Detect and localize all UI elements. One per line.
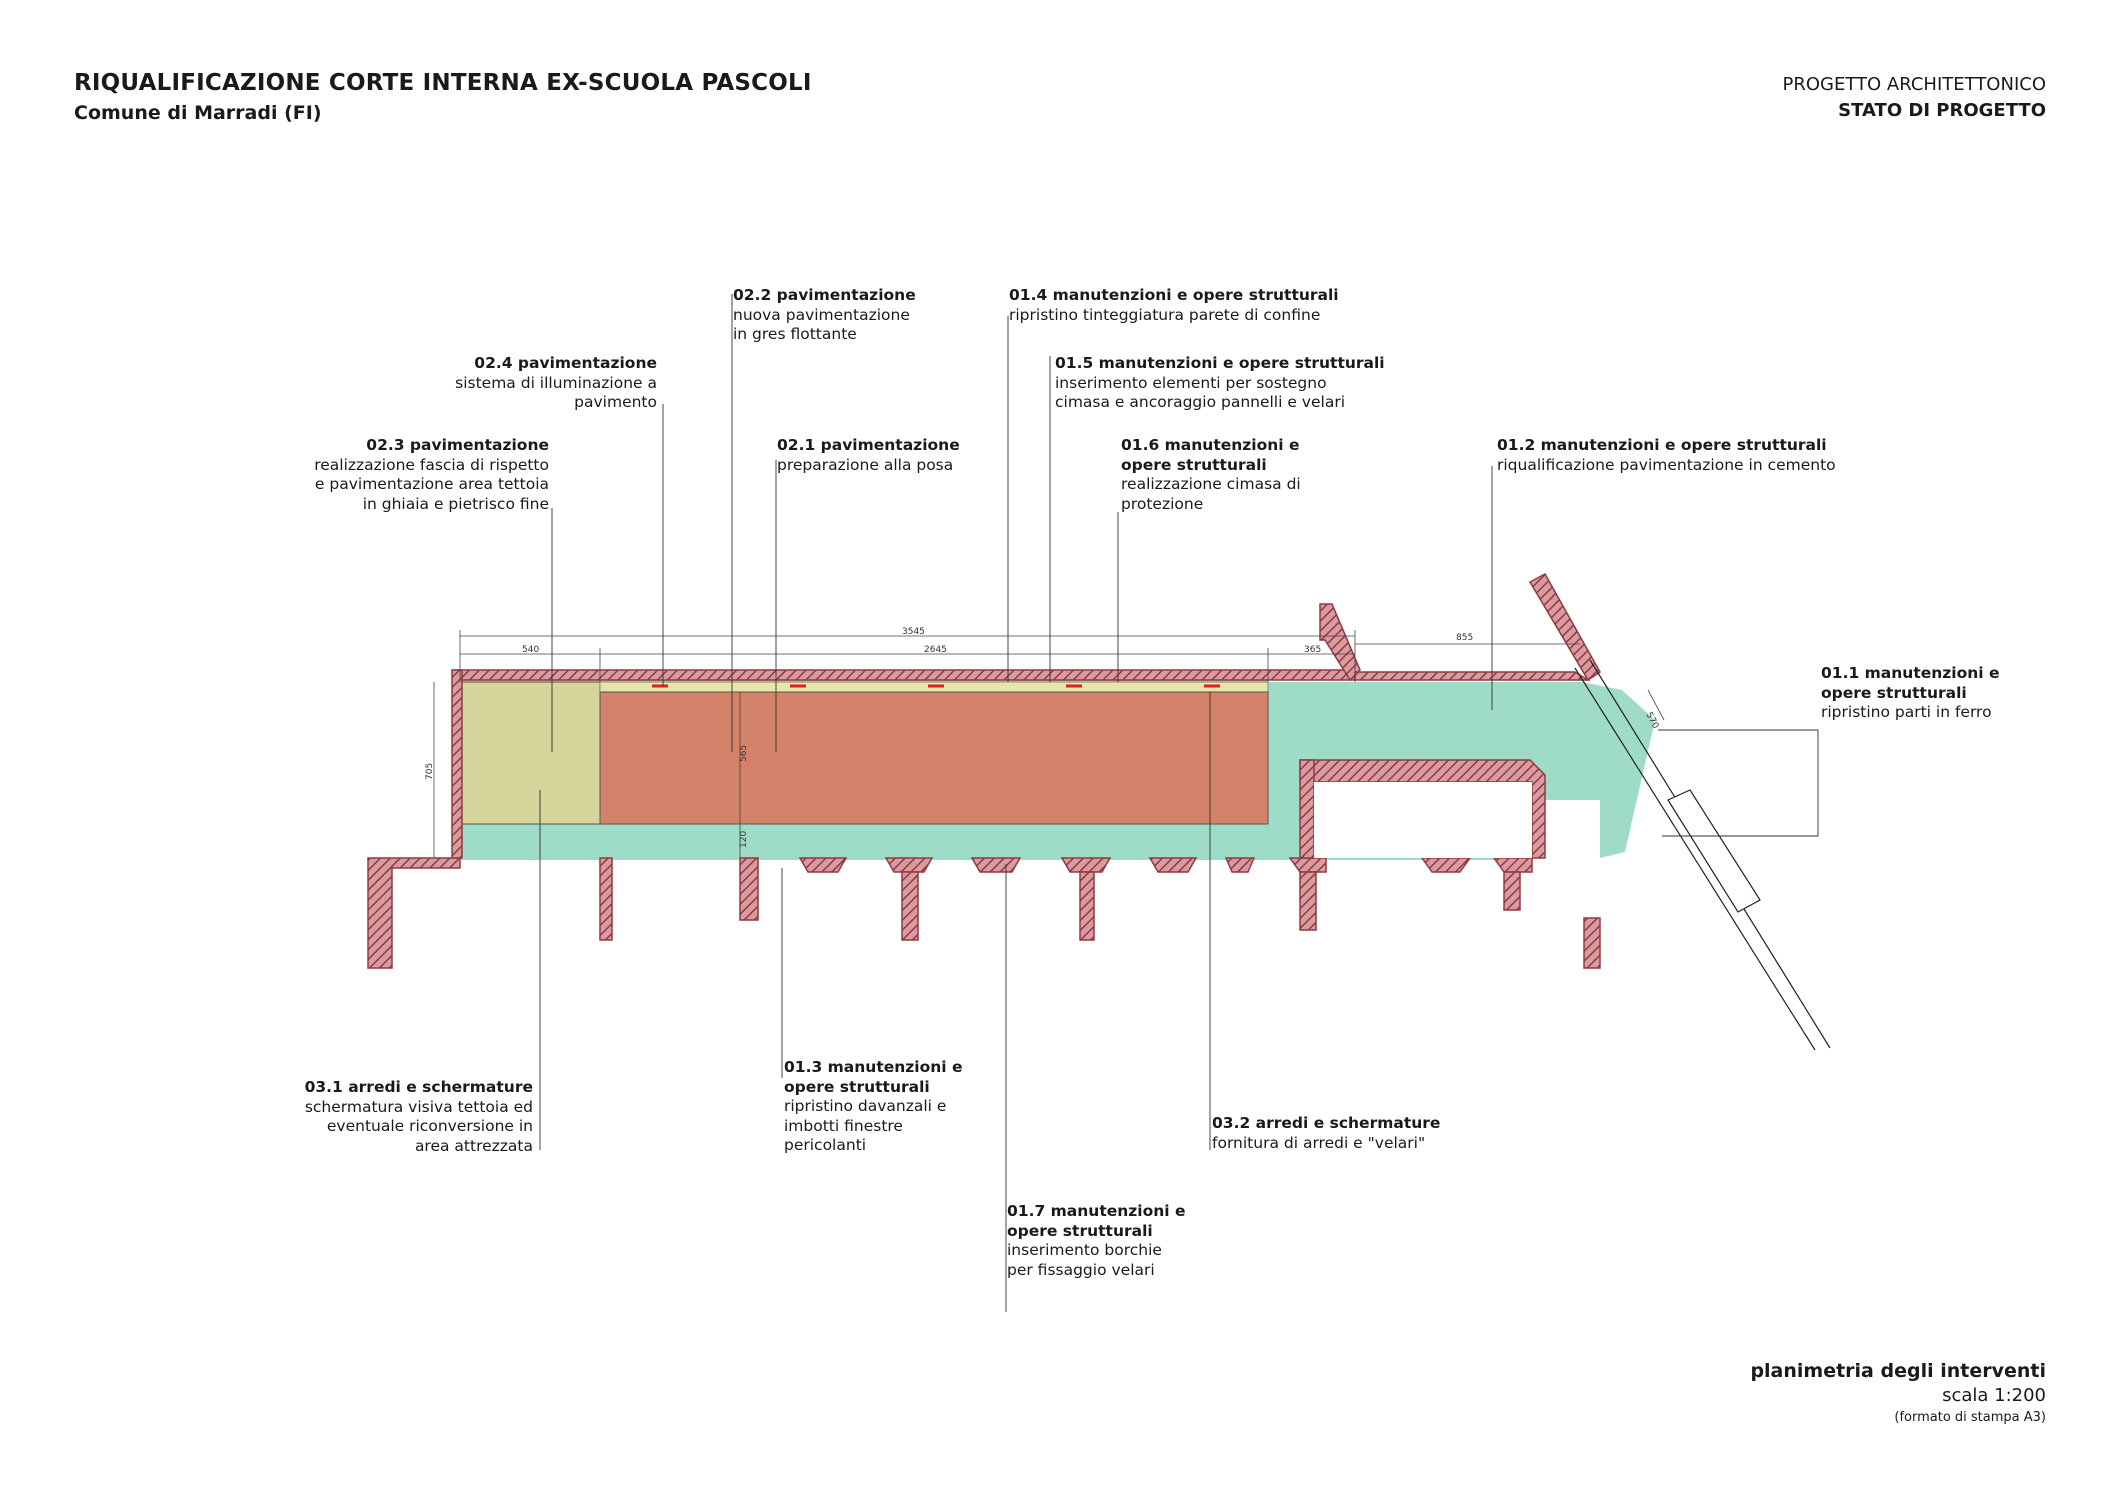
note-heading: 01.3 manutenzioni e	[784, 1058, 963, 1076]
note-line: preparazione alla posa	[777, 455, 954, 474]
note-line: opere strutturali	[1007, 1221, 1153, 1240]
note-line: cimasa e ancoraggio pannelli e velari	[1055, 393, 1346, 411]
note-heading: 02.4 pavimentazione	[474, 354, 657, 372]
note-line: eventuale riconversione in	[326, 1117, 533, 1135]
inner-building	[1299, 759, 1546, 859]
note-heading: 01.1 manutenzioni e	[1821, 664, 2000, 682]
project-type: PROGETTO ARCHITETTONICO	[1782, 74, 2046, 95]
dim-inner-height: 565	[739, 745, 749, 762]
dim-right: 365	[1304, 645, 1321, 655]
note-line: in gres flottante	[733, 325, 857, 343]
note-heading: 03.2 arredi e schermature	[1212, 1114, 1441, 1132]
drawing-name: planimetria degli interventi	[1750, 1360, 2046, 1382]
print-format: (formato di stampa A3)	[1894, 1410, 2046, 1425]
note-01-1: 01.1 manutenzioni e opere strutturali ri…	[1821, 664, 2000, 723]
note-02-1: 02.1 pavimentazione preparazione alla po…	[777, 436, 960, 475]
dim-left: 540	[522, 645, 539, 655]
note-line: opere strutturali	[784, 1077, 930, 1096]
note-line: ripristino davanzali e	[784, 1097, 947, 1115]
staircase	[1574, 659, 1831, 1051]
note-line: protezione	[1121, 494, 1204, 513]
note-line: area attrezzata	[414, 1136, 533, 1155]
note-line: imbotti finestre	[784, 1116, 903, 1135]
boundary-wall-step	[1319, 603, 1361, 682]
note-line: opere strutturali	[1821, 683, 1967, 702]
dim-strip: 120	[739, 831, 749, 848]
note-line: fornitura di arredi e "velari"	[1212, 1133, 1426, 1152]
note-line: e pavimentazione area tettoia	[314, 475, 549, 493]
note-line: schermatura visiva tettoia ed	[304, 1097, 533, 1116]
drawing-title: RIQUALIFICAZIONE CORTE INTERNA EX-SCUOLA…	[74, 70, 812, 96]
note-line: inserimento elementi per sostegno	[1055, 373, 1327, 392]
note-03-2: 03.2 arredi e schermature fornitura di a…	[1212, 1114, 1440, 1153]
note-line: pericolanti	[784, 1136, 867, 1154]
drawing-footer: planimetria degli interventi scala 1:200…	[1750, 1358, 2046, 1428]
note-line: opere strutturali	[1121, 455, 1267, 474]
note-01-4: 01.4 manutenzioni e opere strutturali ri…	[1009, 286, 1339, 325]
note-01-7: 01.7 manutenzioni e opere strutturali in…	[1007, 1202, 1186, 1280]
note-heading: 02.2 pavimentazione	[733, 286, 916, 304]
dimension-lines	[433, 630, 1665, 858]
note-line: in ghiaia e pietrisco fine	[362, 494, 549, 513]
note-line: pavimento	[574, 393, 657, 411]
note-line: realizzazione fascia di rispetto	[314, 455, 549, 474]
note-line: realizzazione cimasa di	[1121, 475, 1301, 493]
note-01-2: 01.2 manutenzioni e opere strutturali ri…	[1497, 436, 1836, 475]
note-heading: 01.4 manutenzioni e opere strutturali	[1009, 286, 1339, 304]
note-01-5: 01.5 manutenzioni e opere strutturali in…	[1055, 354, 1385, 413]
gres-pavement-area	[599, 691, 1269, 825]
left-wall	[451, 669, 463, 859]
note-01-3: 01.3 manutenzioni e opere strutturali ri…	[784, 1058, 963, 1156]
note-line: nuova pavimentazione	[733, 305, 910, 324]
note-line: riqualificazione pavimentazione in cemen…	[1497, 455, 1836, 474]
note-heading: 03.1 arredi e schermature	[304, 1078, 533, 1096]
dim-middle: 2645	[924, 645, 947, 655]
drawing-scale: scala 1:200	[1942, 1385, 2046, 1406]
project-status: STATO DI PROGETTO	[1838, 100, 2046, 121]
note-02-4: 02.4 pavimentazione sistema di illuminaz…	[455, 354, 657, 413]
note-heading: 01.2 manutenzioni e opere strutturali	[1497, 436, 1827, 454]
drawing-subtitle: Comune di Marradi (FI)	[74, 102, 322, 124]
note-line: ripristino tinteggiatura parete di confi…	[1009, 305, 1321, 324]
note-02-2: 02.2 pavimentazione nuova pavimentazione…	[733, 286, 916, 345]
note-heading: 02.3 pavimentazione	[366, 436, 549, 454]
boundary-wall	[454, 669, 1356, 681]
note-heading: 01.6 manutenzioni e	[1121, 436, 1300, 454]
note-01-6: 01.6 manutenzioni e opere strutturali re…	[1121, 436, 1301, 514]
dim-total: 3545	[902, 627, 925, 637]
note-line: ripristino parti in ferro	[1821, 703, 1992, 721]
boundary-wall-right	[1354, 671, 1591, 681]
note-heading: 01.5 manutenzioni e opere strutturali	[1055, 354, 1385, 372]
note-line: sistema di illuminazione a	[455, 373, 657, 392]
dim-height: 705	[425, 763, 435, 780]
note-heading: 01.7 manutenzioni e	[1007, 1202, 1186, 1220]
leader-lines	[539, 294, 1819, 1312]
note-line: per fissaggio velari	[1007, 1260, 1155, 1279]
note-03-1: 03.1 arredi e schermature schermatura vi…	[305, 1078, 533, 1156]
note-02-3: 02.3 pavimentazione realizzazione fascia…	[314, 436, 549, 514]
gravel-area	[459, 681, 601, 825]
note-line: inserimento borchie	[1007, 1241, 1162, 1259]
dim-top-right: 855	[1456, 633, 1473, 643]
building-facade	[367, 857, 1601, 969]
title-block: PROGETTO ARCHITETTONICO STATO DI PROGETT…	[1783, 72, 2046, 124]
note-heading: 02.1 pavimentazione	[777, 436, 960, 454]
diagonal-wall	[1528, 572, 1601, 682]
